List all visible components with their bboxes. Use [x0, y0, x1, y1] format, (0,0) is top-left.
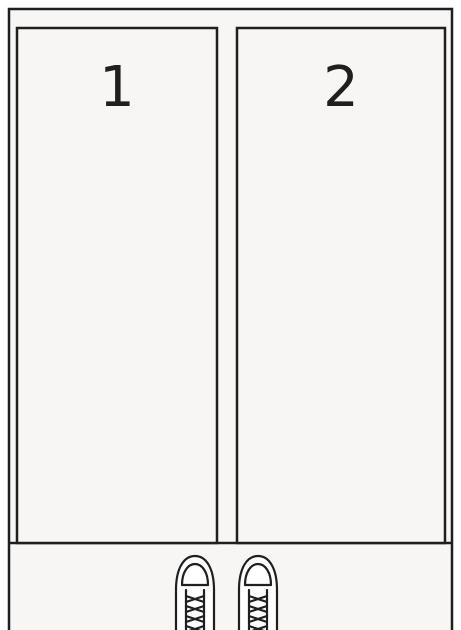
left-sneaker-icon	[176, 556, 214, 630]
door-1-number: 1	[17, 48, 217, 128]
door-2-number: 2	[237, 48, 445, 128]
right-sneaker-icon	[239, 556, 277, 630]
